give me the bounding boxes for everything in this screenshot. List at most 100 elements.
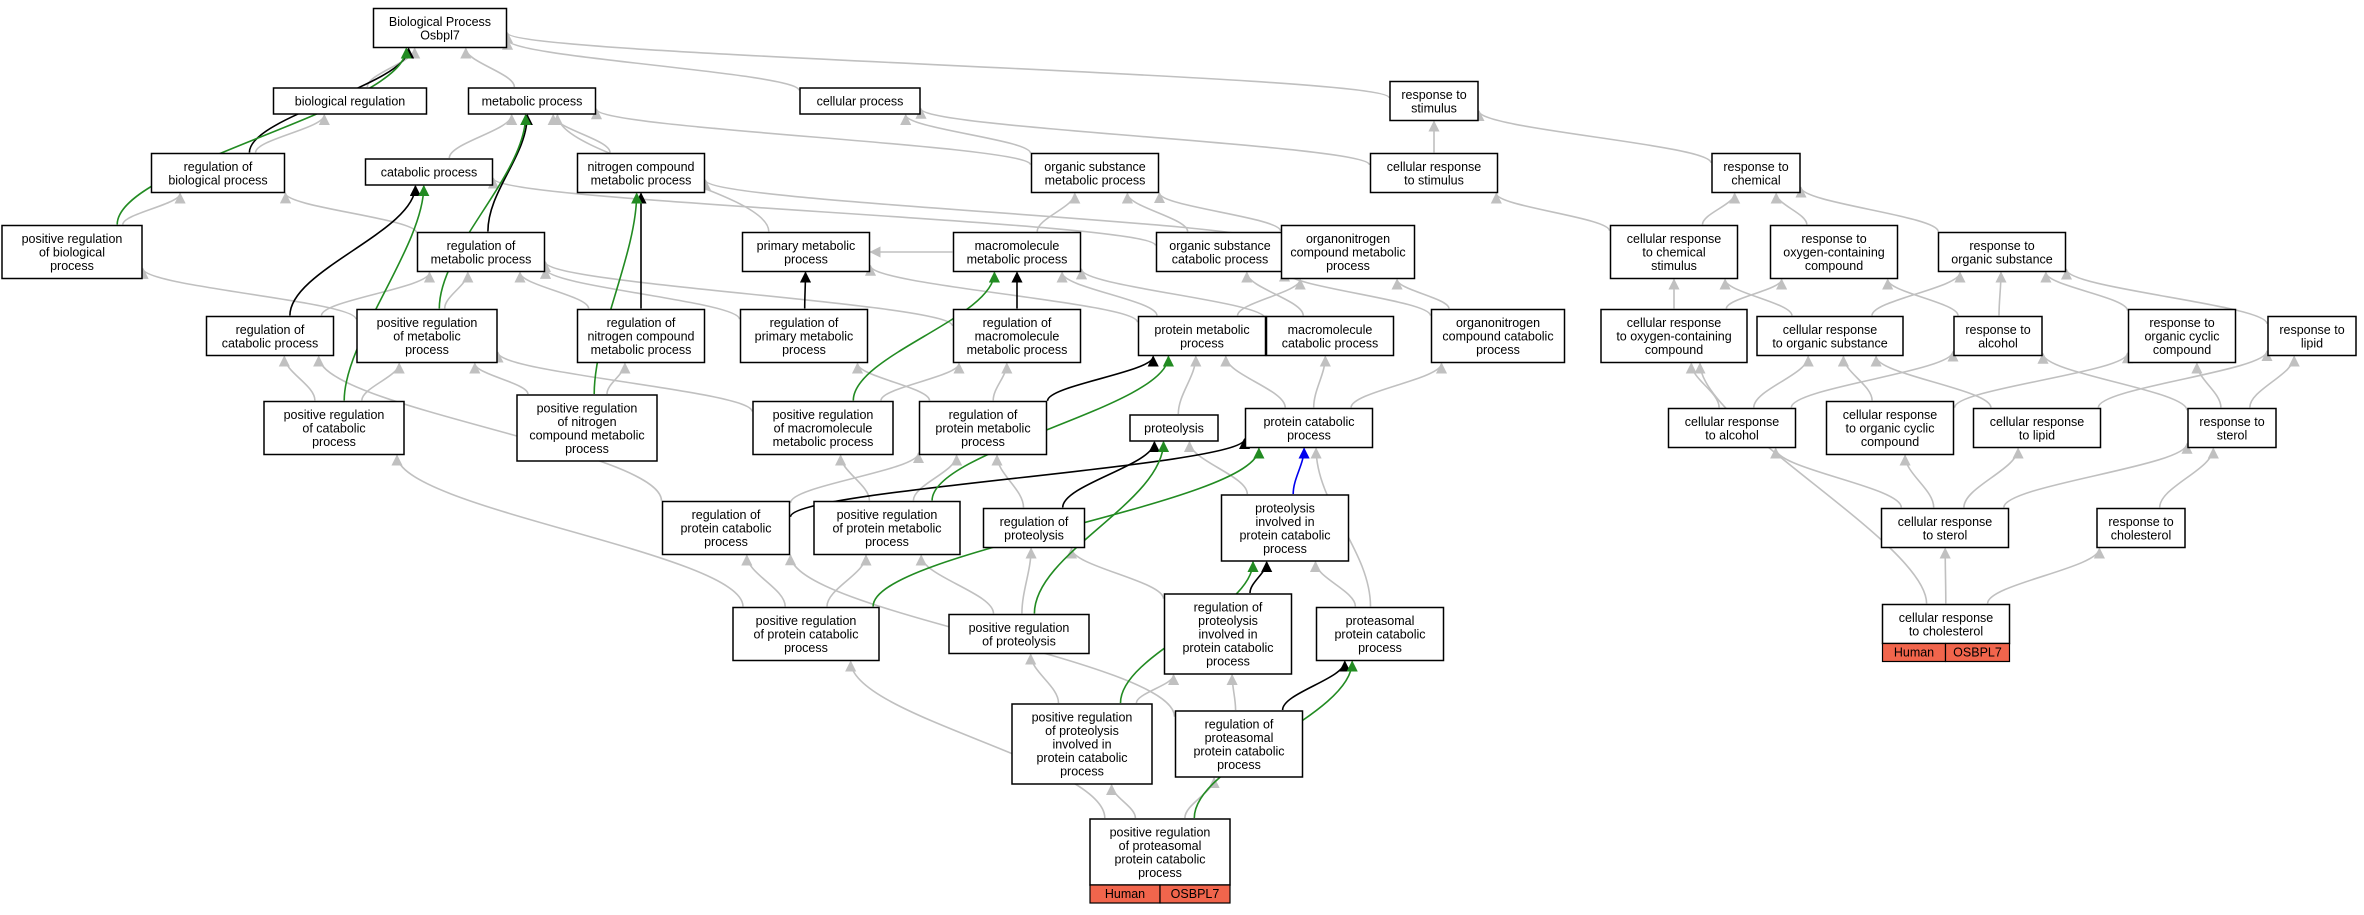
- edge-is-a: [1036, 192, 1081, 232]
- edge-is-a: [1882, 278, 1959, 316]
- edge-is-a: [1350, 362, 1448, 408]
- term-label-line: cellular response: [1990, 415, 2085, 429]
- term-label-line: to alcohol: [1705, 428, 1759, 442]
- term-box: [467, 87, 597, 115]
- term-label-line: metabolic process: [773, 435, 874, 449]
- term-label-line: proteolysis: [1004, 528, 1064, 542]
- edge-is-a: [1837, 355, 1873, 401]
- term-label-line: cellular response: [1685, 415, 1780, 429]
- edge-is-a: [2003, 442, 2193, 508]
- term-label-line: positive regulation: [1110, 825, 1211, 839]
- term-box: [1972, 407, 2102, 449]
- term-node-catab[interactable]: catabolic process: [364, 158, 494, 186]
- term-label-line: organic cyclic: [2144, 330, 2219, 344]
- term-label-line: compound: [1645, 343, 1703, 357]
- term-label-line: proteolysis: [1198, 614, 1258, 628]
- edge-is-a: [540, 260, 954, 327]
- term-label-line: regulation of: [770, 316, 839, 330]
- gene-tag: [1159, 884, 1231, 904]
- term-label-line: protein catabolic: [1193, 744, 1284, 758]
- term-box: [150, 152, 286, 194]
- term-label-line: of macromolecule: [774, 422, 873, 436]
- term-label-line: metabolic process: [591, 343, 692, 357]
- term-node-cellproc[interactable]: cellular process: [799, 87, 921, 115]
- term-node-proteolysis[interactable]: proteolysis: [1129, 414, 1219, 442]
- term-box: [1711, 152, 1801, 194]
- term-node-metab[interactable]: metabolic process: [467, 87, 597, 115]
- edge-is-a: [1021, 547, 1037, 614]
- edge-is-a: [1953, 352, 2134, 409]
- term-node-bioreg[interactable]: biological regulation: [272, 87, 428, 115]
- term-label-line: to cholesterol: [1909, 624, 1983, 638]
- term-box: [1609, 224, 1739, 280]
- term-label-line: primary metabolic: [755, 330, 854, 344]
- edge-is-a: [2061, 268, 2268, 325]
- edge-is-a: [1236, 278, 1306, 316]
- term-label-line: process: [782, 343, 826, 357]
- term-label-line: cellular response: [1387, 160, 1482, 174]
- term-label-line: compound metabolic: [529, 428, 644, 442]
- edge-is-a: [1701, 192, 1741, 225]
- term-box: [2127, 308, 2237, 364]
- term-label-line: protein catabolic: [1114, 852, 1205, 866]
- edge-is-a: [1770, 447, 1903, 508]
- term-label-line: response to: [2149, 316, 2214, 330]
- term-box: [2096, 507, 2186, 549]
- edge-is-a: [606, 362, 631, 395]
